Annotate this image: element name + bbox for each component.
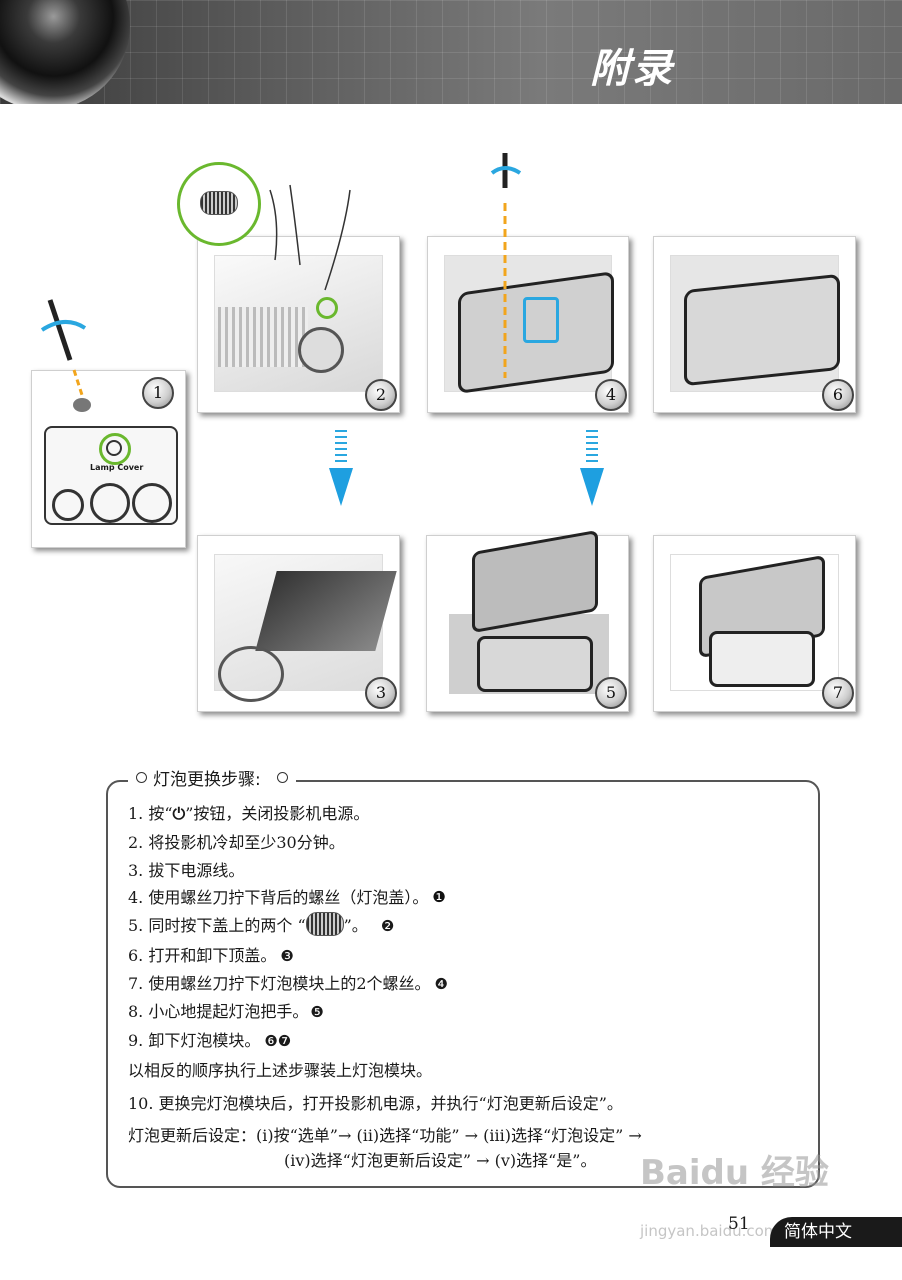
figure-panel-7: 7: [653, 535, 856, 712]
figure-panel-5: 5: [426, 529, 629, 712]
figure-panel-2: 2: [197, 236, 400, 413]
figure-label-7: 7: [822, 677, 854, 709]
step-bullet: ❻❼: [264, 1032, 292, 1050]
step-item: 2. 将投影机冷却至少30分钟。: [128, 833, 345, 852]
figure-label-6: 6: [822, 379, 854, 411]
baidu-watermark: Baidu 经验: [640, 1153, 829, 1193]
step-bullet: ❺: [310, 1003, 324, 1021]
button-callout: [177, 162, 261, 246]
lamp-cover-label: Lamp Cover: [90, 463, 144, 472]
release-button-icon: [305, 912, 344, 936]
step-10: 10. 更换完灯泡模块后，打开投影机电源，并执行“灯泡更新后设定”。: [128, 1094, 623, 1113]
page-title: 附录: [590, 46, 674, 92]
step-bullet: ❸: [280, 947, 294, 965]
step-item: 9. 卸下灯泡模块。❻❼: [128, 1031, 292, 1050]
baidu-watermark-url: jingyan.baidu.com: [640, 1222, 779, 1240]
step-item: 1. 按“⏻”按钮，关闭投影机电源。: [128, 804, 370, 823]
steps-heading-text: 灯泡更换步骤:: [153, 770, 261, 790]
figure-panel-3: 3: [197, 535, 400, 712]
reset-instructions-line-1: 灯泡更新后设定：(i)按“选单”→ (ii)选择“功能” → (iii)选择“灯…: [128, 1126, 642, 1145]
heading-dot-left: [136, 772, 147, 783]
step-bullet: ❶: [432, 888, 446, 906]
step-item: 8. 小心地提起灯泡把手。❺: [128, 1002, 324, 1021]
step-item: 4. 使用螺丝刀拧下背后的螺丝（灯泡盖）。❶: [128, 888, 446, 907]
figure-label-2: 2: [365, 379, 397, 411]
figure-panel-4: 4: [427, 236, 629, 413]
figure-panel-6: 6: [653, 236, 856, 413]
header-grid-pattern: [0, 0, 902, 104]
step-item: 7. 使用螺丝刀拧下灯泡模块上的2个螺丝。❹: [128, 974, 448, 993]
step-item: 3. 拔下电源线。: [128, 861, 245, 880]
figure-label-1: 1: [142, 377, 174, 409]
down-arrow-icon: [580, 430, 604, 508]
steps-box: [106, 780, 820, 1188]
down-arrow-icon: [329, 430, 353, 508]
step-item: 5. 同时按下盖上的两个 “”。 ❷: [128, 912, 394, 936]
page-number: 51: [728, 1214, 750, 1234]
figure-label-4: 4: [595, 379, 627, 411]
reverse-note: 以相反的顺序执行上述步骤装上灯泡模块。: [128, 1061, 433, 1080]
figure-panel-1: Lamp Cover 1: [31, 370, 186, 548]
step-item: 6. 打开和卸下顶盖。❸: [128, 946, 294, 965]
language-tab: 简体中文: [770, 1217, 902, 1247]
figure-label-3: 3: [365, 677, 397, 709]
screwdriver-icon: [40, 299, 91, 412]
steps-heading: 灯泡更换步骤:: [128, 765, 296, 790]
figure-label-5: 5: [595, 677, 627, 709]
page-header: 附录: [0, 0, 902, 104]
step-bullet: ❹: [434, 975, 448, 993]
screwdriver-icon: [490, 153, 522, 378]
step-bullet: ❷: [380, 917, 395, 935]
power-icon: ⏻: [172, 804, 186, 823]
heading-dot-right: [276, 772, 288, 783]
hands-illustration: [269, 184, 351, 291]
reset-instructions-line-2: (iv)选择“灯泡更新后设定” → (v)选择“是”。: [284, 1151, 597, 1170]
